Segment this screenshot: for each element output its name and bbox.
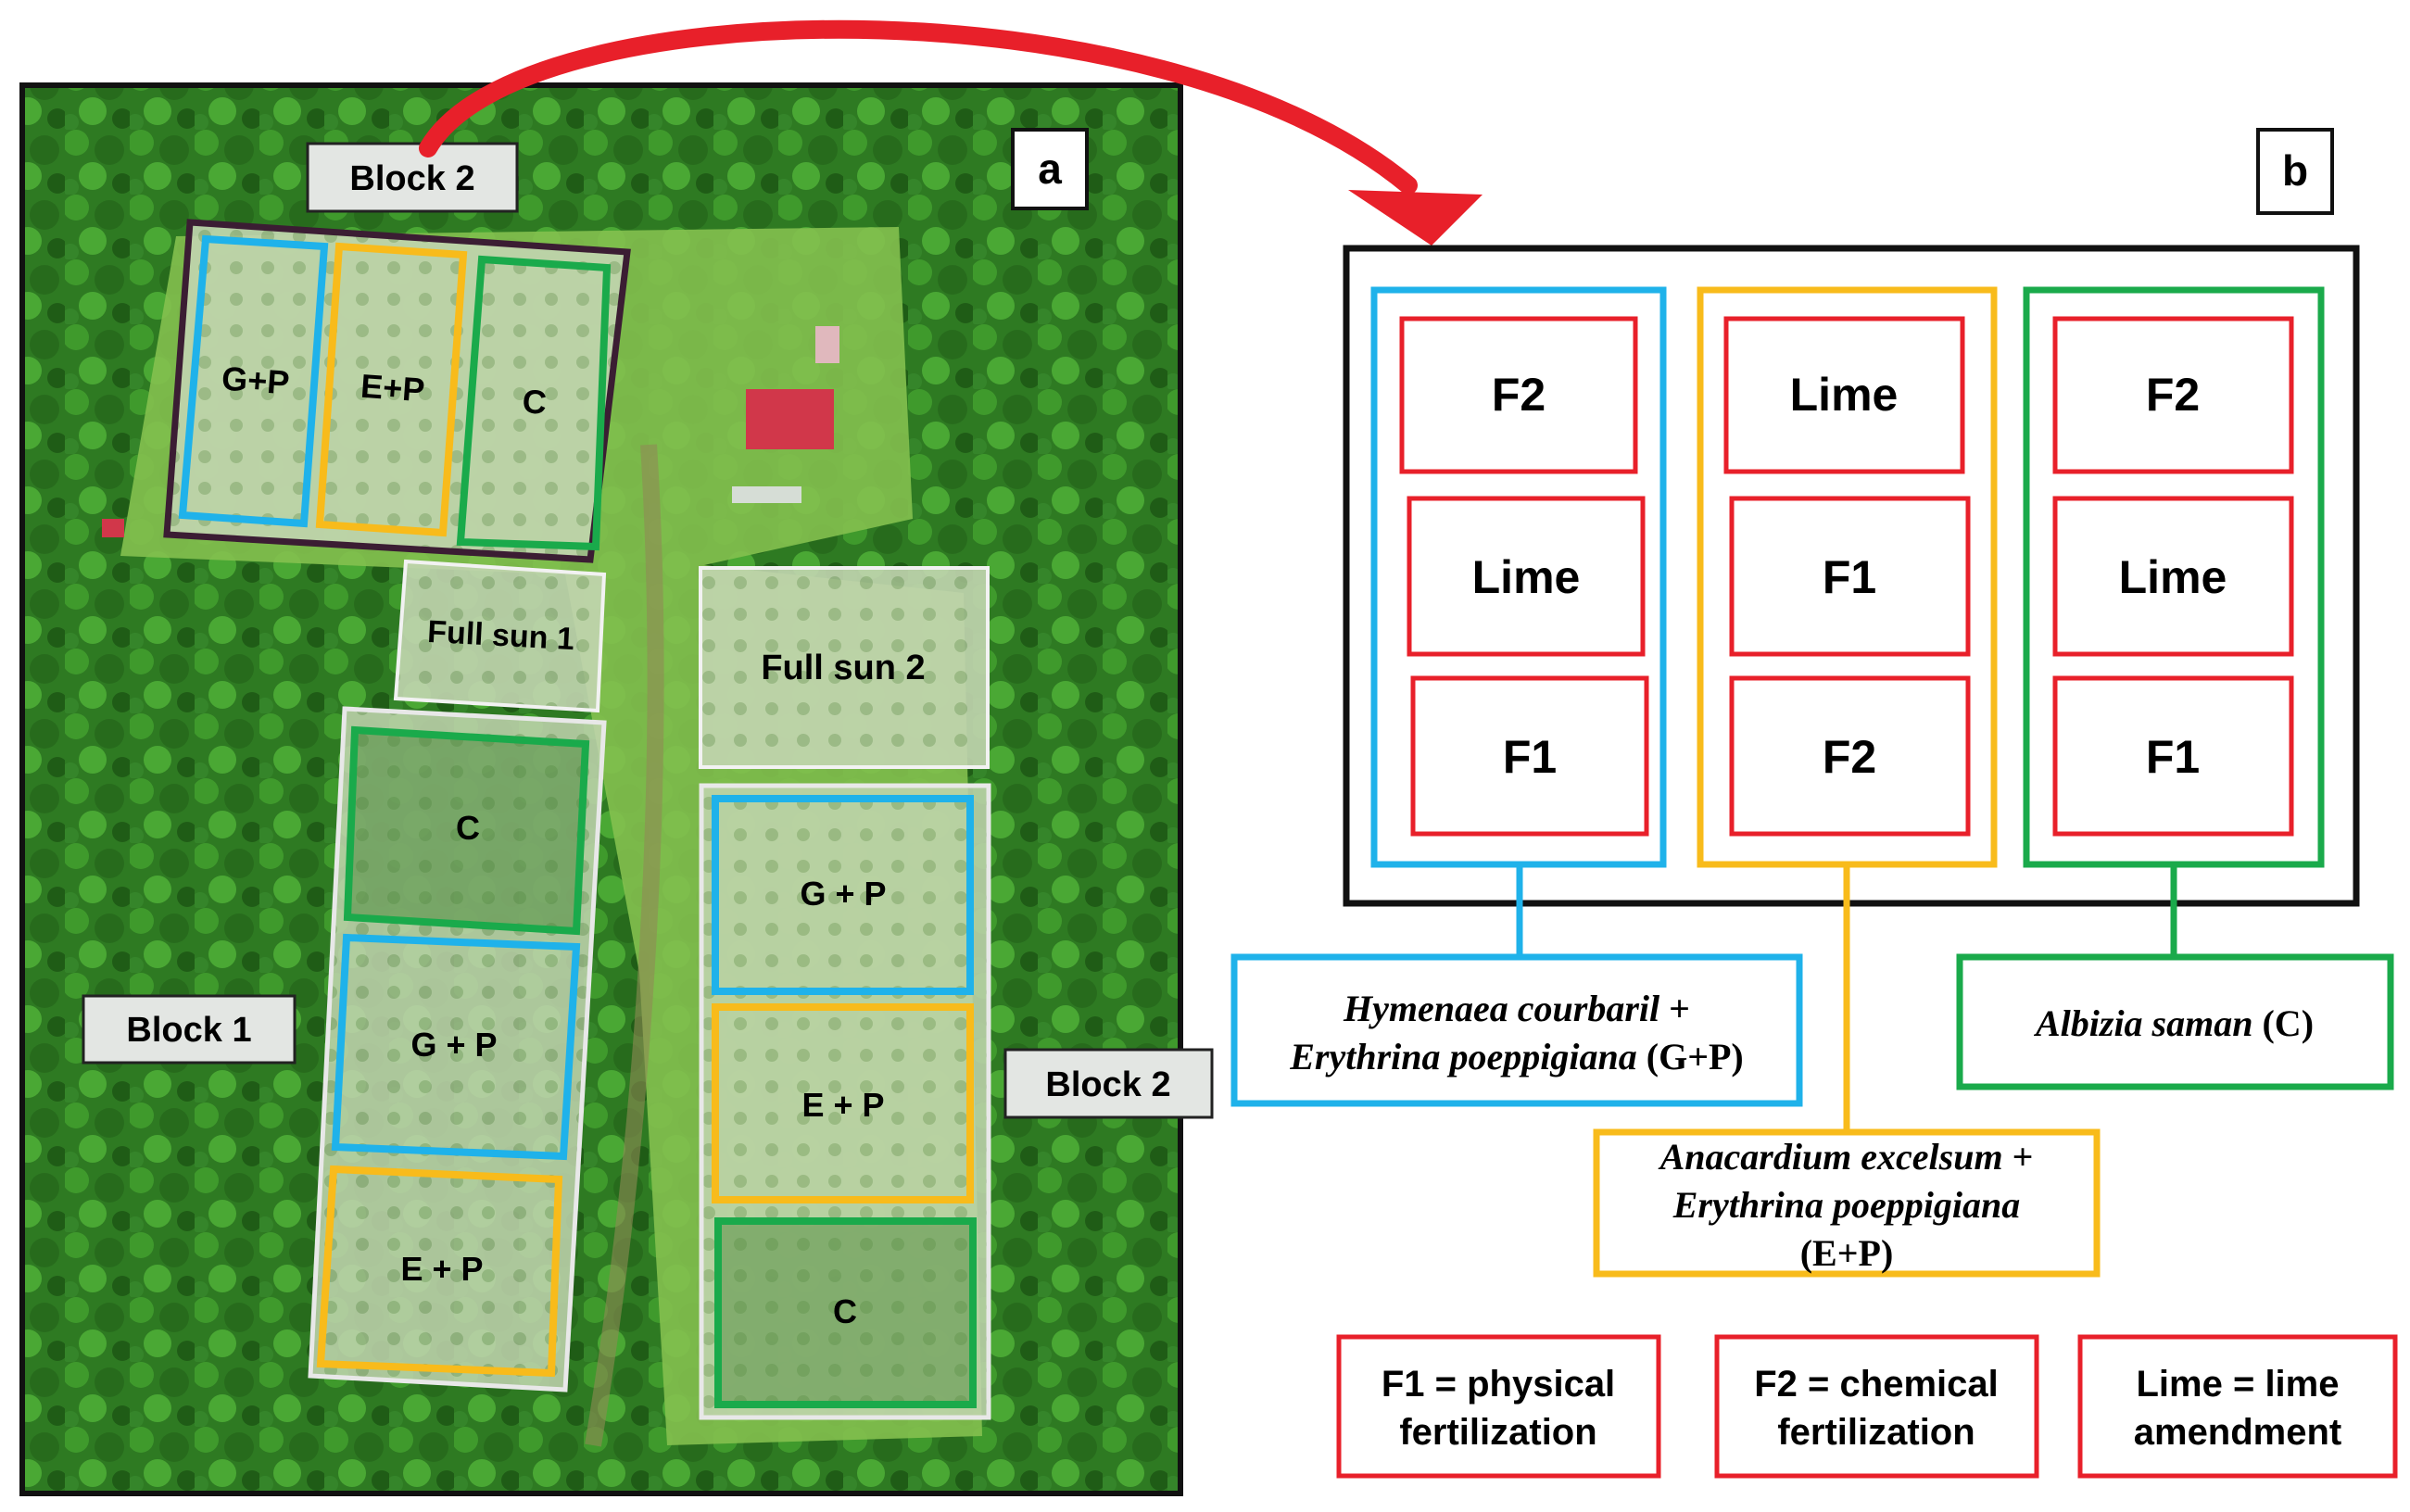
treatment-cell (2052, 675, 2294, 837)
small-shed (815, 326, 839, 363)
treatment-label: F1 (2146, 731, 2200, 783)
top-plot-c-label: C (521, 382, 548, 422)
panel-b: b F2 Lime F1 Lime F1 F2 F2 Lime F1 Hym (1230, 128, 2398, 1479)
top-plot-ep-label: E+P (360, 367, 426, 410)
key-f2-line2: fertilization (1777, 1412, 1975, 1453)
legend-ep-plus: + (2003, 1136, 2034, 1178)
full-sun-2-plot (699, 566, 990, 769)
key-f1-box (1336, 1334, 1661, 1479)
key-f2-box (1714, 1334, 2039, 1479)
legend-gp-species2: Erythrina poeppigiana (1289, 1036, 1637, 1077)
hut (102, 519, 124, 537)
treatment-cell (2052, 316, 2294, 474)
top-plot-gp-label: G+P (221, 359, 291, 402)
legend-ep-line3: (E+P) (1800, 1232, 1894, 1274)
legend-c-box (1956, 953, 2394, 1090)
legend-gp-code: (G+P) (1637, 1036, 1744, 1077)
block2-right-label: Block 2 (1045, 1065, 1170, 1104)
top-plot-gp-frame (178, 234, 329, 528)
left-plot-gp-frame (331, 933, 581, 1161)
panel-a-label: a (1038, 145, 1062, 193)
right-plot-c-frame (714, 1217, 977, 1408)
panel-b-label: b (2282, 146, 2308, 195)
dirt-track (585, 444, 664, 1447)
panel-b-label-box (2256, 128, 2334, 215)
arrowhead (1348, 190, 1483, 246)
treatment-label: Lime (2119, 551, 2227, 603)
block1-label-box (82, 994, 297, 1065)
block1-label: Block 1 (126, 1011, 251, 1050)
right-plot-gp-frame (712, 795, 974, 995)
treatment-cell (1729, 496, 1971, 657)
left-block: C G + P E + P (308, 706, 607, 1392)
gray-roof (732, 486, 801, 503)
block2-right-label-box (1003, 1048, 1214, 1119)
legend-gp-plus: + (1659, 988, 1690, 1029)
right-plot-c-label: C (833, 1292, 857, 1330)
legend-gp-species1: Hymenaea courbaril (1343, 988, 1660, 1029)
treatment-label: Lime (1472, 551, 1581, 603)
key-lime-line2: amendment (2134, 1412, 2342, 1453)
key-lime-line1: Lime = lime (2137, 1364, 2340, 1405)
treatment-label: F1 (1823, 551, 1876, 603)
block2-top-label-box (306, 142, 519, 213)
key-f1-line1: F1 = physical (1382, 1364, 1615, 1405)
top-block: G+P E+P C (163, 219, 631, 563)
key-lime-box (2077, 1334, 2398, 1479)
treatment-cell (1729, 675, 1971, 837)
legend-gp-box (1230, 953, 1803, 1107)
left-plot-c-frame (343, 725, 590, 936)
block-outline (1343, 245, 2360, 907)
treatment-cell (2052, 496, 2294, 657)
key-f2-line1: F2 = chemical (1754, 1364, 1998, 1405)
right-block: G + P E + P C (699, 783, 991, 1420)
panel-a: G+P E+P C Full sun 1 Full sun 2 C G + P … (19, 82, 1214, 1496)
treatment-cell (1410, 675, 1649, 837)
treatment-cell (1407, 496, 1646, 657)
curved-arrow (419, 19, 1483, 246)
key-f1-line2: fertilization (1399, 1412, 1596, 1453)
legend-ep-line1: Anacardium excelsum + (1658, 1136, 2034, 1178)
full-sun-2-label: Full sun 2 (761, 649, 925, 687)
right-plot-ep-frame (712, 1003, 974, 1203)
legend-c-line: Albizia saman (C) (2033, 1002, 2314, 1044)
legend-gp-line1: Hymenaea courbaril + (1343, 988, 1690, 1029)
left-plot-ep-label: E + P (400, 1250, 483, 1288)
full-sun-1-plot (393, 559, 607, 713)
legend-ep-box (1593, 1128, 2101, 1278)
red-roof-building (746, 389, 834, 449)
panel-a-label-box (1011, 128, 1089, 210)
treatment-label: F2 (1823, 731, 1876, 783)
top-block-border (163, 219, 631, 563)
left-plot-gp-label: G + P (410, 1026, 497, 1064)
right-plot-ep-label: E + P (801, 1086, 884, 1124)
treatment-label: F1 (1503, 731, 1557, 783)
legend-c-species: Albizia saman (2033, 1002, 2253, 1044)
top-plot-ep-frame (315, 242, 468, 537)
legend-ep-species1: Anacardium excelsum (1658, 1136, 2003, 1178)
treatment-label: F2 (2146, 369, 2200, 421)
block2-top-label: Block 2 (349, 159, 474, 198)
treatment-cell (1723, 316, 1965, 474)
photo-border (19, 82, 1183, 1496)
left-plot-c-label: C (456, 809, 480, 847)
full-sun-1-label: Full sun 1 (426, 614, 574, 657)
treatment-cell (1399, 316, 1638, 474)
treatment-label: F2 (1492, 369, 1546, 421)
left-plot-ep-frame (316, 1165, 563, 1378)
top-plot-c-frame (456, 255, 612, 551)
right-plot-gp-label: G + P (800, 875, 886, 913)
treatment-label: Lime (1790, 369, 1899, 421)
legend-c-code: (C) (2252, 1002, 2314, 1044)
legend-ep-line2: Erythrina poeppigiana (1672, 1184, 2021, 1226)
legend-gp-line2: Erythrina poeppigiana (G+P) (1289, 1036, 1744, 1077)
